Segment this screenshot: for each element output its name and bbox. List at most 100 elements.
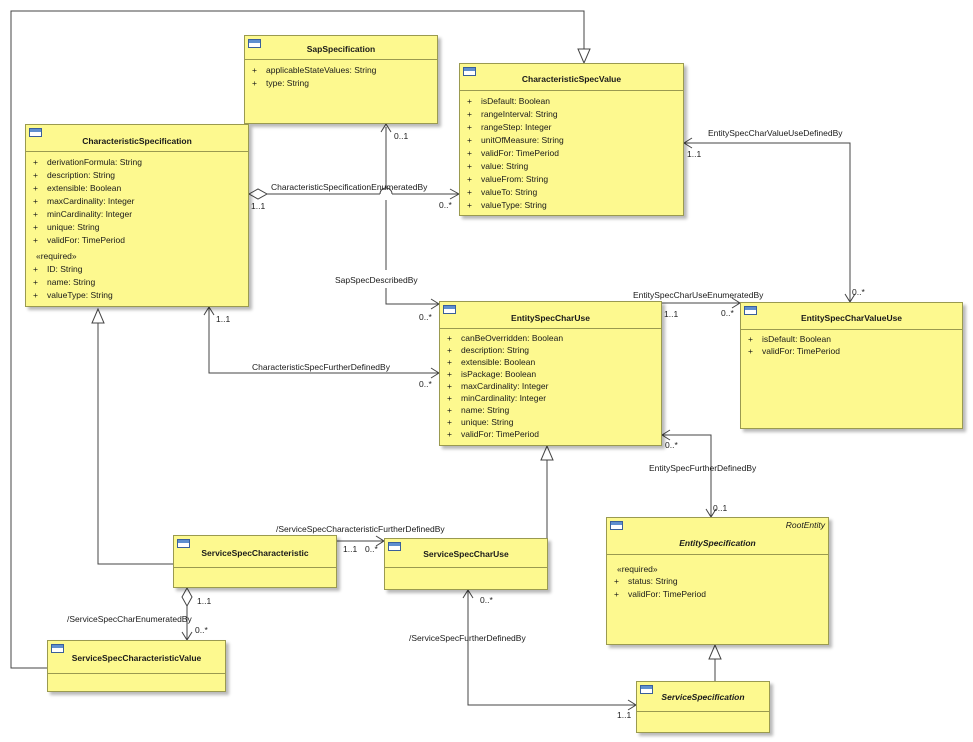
arrow-open — [203, 306, 215, 316]
association-label: /ServiceSpecCharEnumeratedBy — [67, 614, 192, 624]
attribute: +canBeOverridden: Boolean — [447, 333, 564, 343]
class-sap-specification[interactable]: SapSpecification +applicableStateValues:… — [244, 35, 438, 124]
class-header: ServiceSpecCharacteristic — [174, 536, 336, 568]
attribute: +derivationFormula: String — [33, 157, 142, 167]
class-header: CharacteristicSpecification — [26, 125, 248, 152]
attribute: +valueType: String — [467, 200, 547, 210]
class-header: SapSpecification — [245, 36, 437, 60]
class-icon — [610, 521, 623, 530]
association-line — [684, 142, 851, 302]
multiplicity-label: 0..1 — [394, 131, 409, 141]
attribute-list: «required» +status: String +validFor: Ti… — [607, 555, 828, 601]
association-label: EntitySpecCharUseEnumeratedBy — [633, 290, 764, 300]
class-name: CharacteristicSpecValue — [521, 74, 622, 84]
multiplicity-label: 0..* — [365, 544, 378, 554]
attribute: +maxCardinality: Integer — [447, 381, 549, 391]
multiplicity-label: 0..* — [419, 379, 432, 389]
aggregation-diamond — [181, 586, 193, 608]
generalization-arrowhead — [540, 444, 554, 461]
attribute-list: +applicableStateValues: String +type: St… — [245, 60, 437, 90]
class-name: SapSpecification — [306, 44, 376, 54]
class-service-spec-characteristic-value[interactable]: ServiceSpecCharacteristicValue — [47, 640, 226, 692]
attribute: +isPackage: Boolean — [447, 369, 537, 379]
stereotype-required: «required» — [36, 251, 77, 261]
class-name: EntitySpecification — [679, 538, 756, 548]
attribute: +valueType: String — [33, 290, 113, 300]
class-icon — [744, 306, 757, 315]
class-icon — [463, 67, 476, 76]
association-label: EntitySpecCharValueUseDefinedBy — [708, 128, 843, 138]
multiplicity-label: 0..* — [439, 200, 452, 210]
arrow-open — [683, 137, 693, 149]
attribute: +isDefault: Boolean — [467, 96, 550, 106]
generalization-arrowhead — [577, 48, 591, 65]
class-characteristic-specification[interactable]: CharacteristicSpecification +derivationF… — [25, 124, 249, 307]
association-label: CharacteristicSpecificationEnumeratedBy — [271, 182, 428, 192]
association-line — [208, 307, 439, 374]
attribute: +validFor: TimePeriod — [748, 346, 840, 356]
association-label: /ServiceSpecFurtherDefinedBy — [409, 633, 526, 643]
association-line — [662, 434, 712, 517]
attribute: +name: String — [447, 405, 510, 415]
multiplicity-label: 0..* — [480, 595, 493, 605]
generalization-arrowhead — [91, 307, 105, 324]
class-icon — [51, 644, 64, 653]
attribute: +type: String — [252, 78, 309, 88]
attribute: +minCardinality: Integer — [447, 393, 547, 403]
class-entity-specification[interactable]: RootEntity EntitySpecification «required… — [606, 517, 829, 645]
class-icon — [177, 539, 190, 548]
multiplicity-label: 0..* — [195, 625, 208, 635]
arrow-open — [462, 589, 474, 599]
class-icon — [640, 685, 653, 694]
attribute: +unitOfMeasure: String — [467, 135, 564, 145]
association-label: CharacteristicSpecFurtherDefinedBy — [252, 362, 390, 372]
multiplicity-label: 1..1 — [197, 596, 212, 606]
class-header: CharacteristicSpecValue — [460, 64, 683, 91]
attribute: +validFor: TimePeriod — [614, 589, 706, 599]
class-service-specification[interactable]: ServiceSpecification — [636, 681, 770, 733]
association-label: EntitySpecFurtherDefinedBy — [649, 463, 757, 473]
attribute: +extensible: Boolean — [33, 183, 122, 193]
class-characteristic-spec-value[interactable]: CharacteristicSpecValue +isDefault: Bool… — [459, 63, 684, 216]
multiplicity-label: 1..1 — [216, 314, 231, 324]
attribute: +validFor: TimePeriod — [467, 148, 559, 158]
association-line — [385, 288, 439, 305]
class-service-spec-char-use[interactable]: ServiceSpecCharUse — [384, 538, 548, 590]
attribute: +valueTo: String — [467, 187, 538, 197]
multiplicity-label: 0..1 — [713, 503, 728, 513]
association-label: SapSpecDescribedBy — [335, 275, 418, 285]
class-header: EntitySpecCharUse — [440, 302, 661, 329]
class-header: EntitySpecCharValueUse — [741, 303, 962, 330]
class-entity-spec-char-use[interactable]: EntitySpecCharUse +canBeOverridden: Bool… — [439, 301, 662, 446]
multiplicity-label: 1..1 — [343, 544, 358, 554]
class-icon — [248, 39, 261, 48]
class-header: ServiceSpecification — [637, 682, 769, 712]
class-header: ServiceSpecCharUse — [385, 539, 547, 568]
multiplicity-label: 1..1 — [617, 710, 632, 720]
attribute: +isDefault: Boolean — [748, 334, 831, 344]
class-name: ServiceSpecCharacteristicValue — [71, 653, 202, 663]
attribute: +validFor: TimePeriod — [33, 235, 125, 245]
multiplicity-label: 1..1 — [687, 149, 702, 159]
attribute: +maxCardinality: Integer — [33, 196, 135, 206]
association-line — [467, 590, 636, 706]
class-name: EntitySpecCharUse — [511, 313, 590, 323]
attribute: +rangeStep: Integer — [467, 122, 552, 132]
class-icon — [29, 128, 42, 137]
attribute: +minCardinality: Integer — [33, 209, 133, 219]
attribute: +unique: String — [33, 222, 100, 232]
attribute: +extensible: Boolean — [447, 357, 536, 367]
attribute: +unique: String — [447, 417, 514, 427]
class-header: RootEntity EntitySpecification — [607, 518, 828, 555]
attribute: +valueFrom: String — [467, 174, 549, 184]
multiplicity-label: 0..* — [721, 308, 734, 318]
multiplicity-label: 1..1 — [251, 201, 266, 211]
class-name: ServiceSpecification — [661, 692, 745, 702]
attribute: +validFor: TimePeriod — [447, 429, 539, 439]
generalization-arrowhead — [708, 643, 722, 660]
class-service-spec-characteristic[interactable]: ServiceSpecCharacteristic — [173, 535, 337, 588]
class-entity-spec-char-value-use[interactable]: EntitySpecCharValueUse +isDefault: Boole… — [740, 302, 963, 429]
class-icon — [388, 542, 401, 551]
aggregation-diamond — [247, 188, 269, 200]
